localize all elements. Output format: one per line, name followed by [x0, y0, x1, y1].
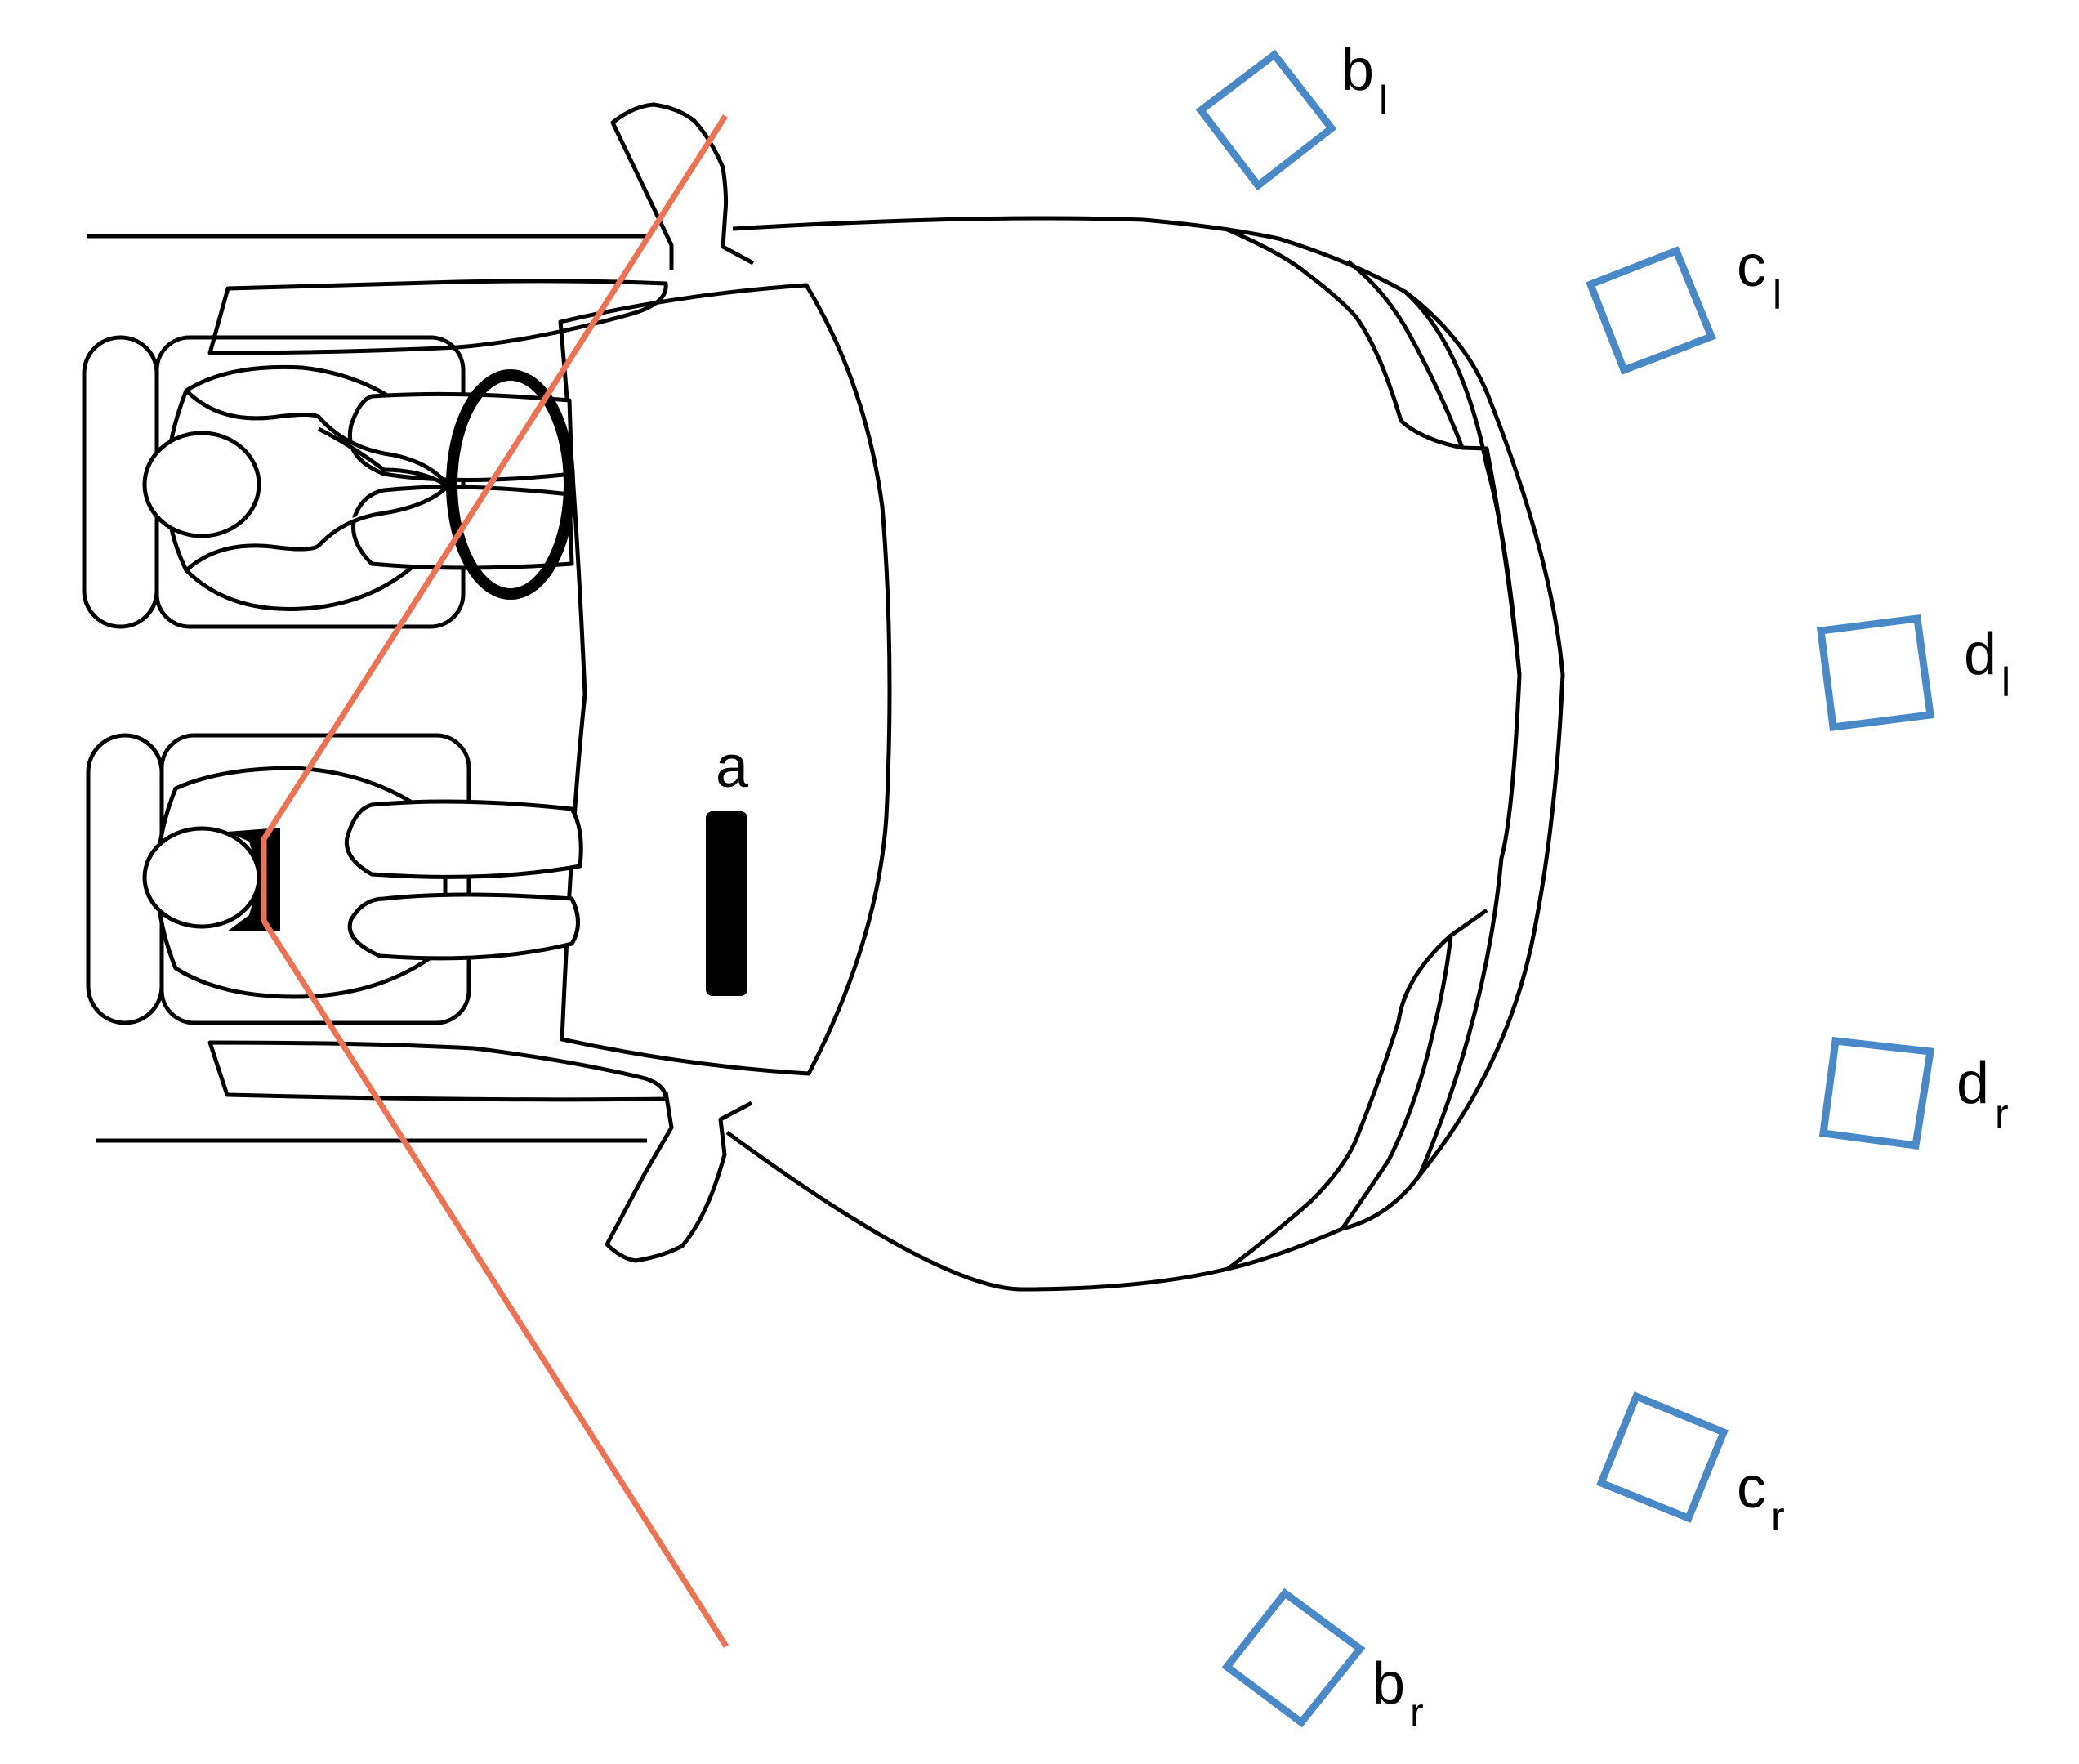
- passenger-seat: [86, 733, 583, 1025]
- passenger-lower-leg: [347, 892, 580, 961]
- camera-letter: c: [1737, 1455, 1766, 1521]
- lower-door-panel: [207, 1040, 668, 1102]
- camera-square-icon: [1596, 1391, 1729, 1523]
- camera-letter: b: [1341, 38, 1374, 103]
- camera-subscript: r: [1995, 1091, 2009, 1137]
- upper-side-mirror: [610, 102, 755, 270]
- passenger-upper-leg: [344, 799, 583, 879]
- steering-wheel-icon: [446, 369, 575, 600]
- passenger-head: [142, 826, 261, 929]
- camera-square-icon: [1586, 246, 1716, 375]
- camera-subscript: r: [1771, 1494, 1785, 1539]
- driver-lower-arm: [185, 487, 447, 572]
- camera-square-icon: [1816, 614, 1935, 732]
- windshield: [558, 283, 892, 1076]
- camera-letter: c: [1737, 234, 1766, 299]
- lower-side-mirror: [605, 1092, 753, 1263]
- camera-square-icon: [1818, 1037, 1935, 1150]
- camera-c-right: c r: [1596, 1391, 1785, 1539]
- camera-square-icon: [1195, 49, 1337, 191]
- camera-letter: d: [1956, 1051, 1989, 1116]
- camera-subscript: l: [1379, 78, 1388, 123]
- camera-subscript: l: [1773, 272, 1782, 318]
- camera-subscript: r: [1410, 1690, 1424, 1735]
- field-of-view-line: [261, 114, 729, 1648]
- hood-line-lower: [1226, 934, 1452, 1271]
- camera-subscript: l: [2001, 659, 2010, 705]
- driver-seat: [82, 335, 575, 629]
- camera-c-left: c l: [1586, 234, 1782, 375]
- camera-square-icon: [1221, 1588, 1366, 1728]
- camera-d-left: d l: [1816, 614, 2010, 732]
- camera-letter: b: [1372, 1651, 1405, 1717]
- camera-letter: d: [1964, 622, 1996, 687]
- hood-line-upper-inner: [1346, 260, 1522, 676]
- car-bumper-outer: [1403, 290, 1565, 1177]
- hood-line-upper: [1225, 226, 1463, 450]
- driver-head: [142, 431, 261, 538]
- driver-upper-arm: [185, 389, 451, 489]
- car-body-outline: [725, 216, 1522, 1292]
- camera-b-left: b l: [1195, 38, 1388, 191]
- camera-b-right: b r: [1221, 1588, 1424, 1735]
- hood-line-lower-inner: [1340, 908, 1488, 1230]
- dashboard-display: [706, 811, 747, 996]
- camera-d-right: d r: [1818, 1037, 2009, 1150]
- display-label: a: [716, 735, 749, 800]
- headset-icon: [227, 828, 280, 931]
